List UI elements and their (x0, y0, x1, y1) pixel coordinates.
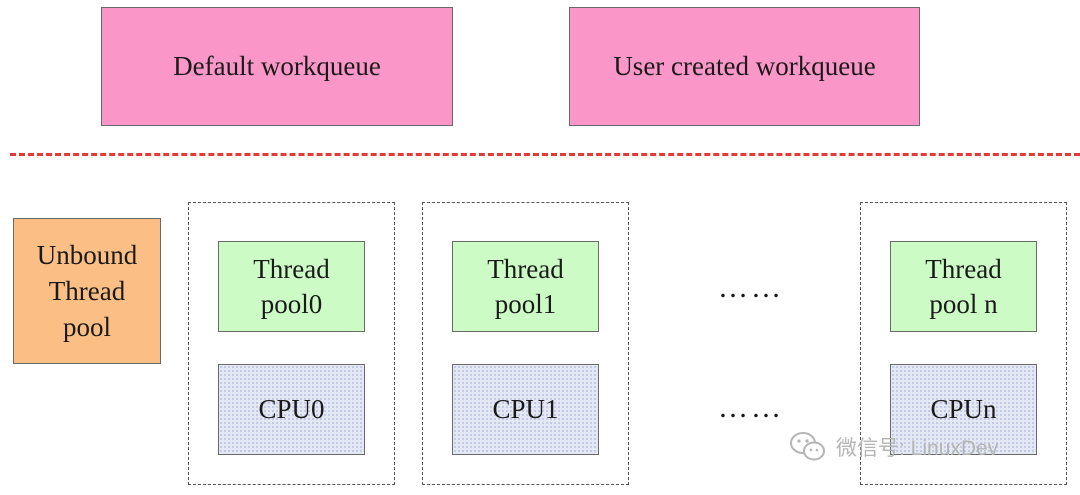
wechat-icon (790, 432, 825, 461)
cpu-group-0 (188, 202, 395, 485)
separator-dashed-line (10, 153, 1080, 156)
ellipsis-cpus: …… (718, 391, 784, 424)
thread-pool-n-label: Thread pool n (925, 253, 1002, 319)
thread-pool-1-box: Thread pool1 (452, 241, 599, 332)
unbound-thread-pool-label: Unbound Thread pool (36, 240, 138, 342)
cpu-n-box: CPUn (890, 364, 1037, 455)
default-workqueue-label: Default workqueue (173, 51, 381, 81)
default-workqueue-box: Default workqueue (101, 7, 453, 126)
thread-pool-n-box: Thread pool n (890, 241, 1037, 332)
user-workqueue-label: User created workqueue (613, 51, 876, 81)
ellipsis-thread-pools: …… (718, 271, 784, 304)
thread-pool-0-label: Thread pool0 (253, 253, 330, 319)
cpu-n-label: CPUn (930, 394, 997, 424)
cpu-1-label: CPU1 (492, 394, 559, 424)
cpu-group-n (860, 202, 1067, 485)
unbound-thread-pool-box: Unbound Thread pool (13, 218, 161, 364)
cpu-group-1 (422, 202, 629, 485)
watermark-text: 微信号: LinuxDev (836, 437, 999, 460)
cpu-1-box: CPU1 (452, 364, 599, 455)
user-workqueue-box: User created workqueue (569, 7, 920, 126)
cpu-0-label: CPU0 (258, 394, 325, 424)
watermark: 微信号: LinuxDev (788, 430, 998, 464)
thread-pool-0-box: Thread pool0 (218, 241, 365, 332)
cpu-0-box: CPU0 (218, 364, 365, 455)
thread-pool-1-label: Thread pool1 (487, 253, 564, 319)
